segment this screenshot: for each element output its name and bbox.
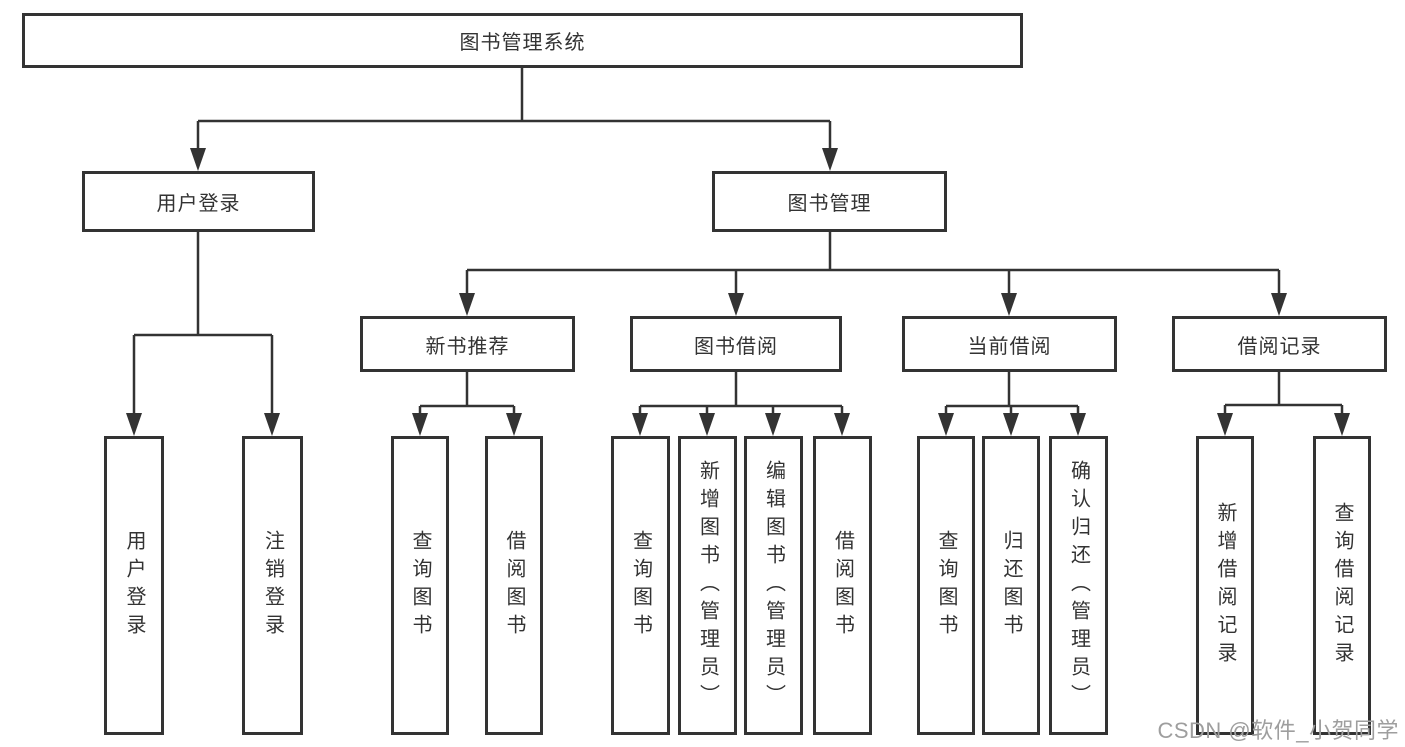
node-borrowing-records-label: 借阅记录 (1237, 335, 1322, 358)
leaf-query-books-current-label: 查询图书 (935, 529, 957, 642)
node-user-login-label: 用户登录 (156, 193, 241, 215)
leaf-borrow-books-borrowing: 借阅图书 (813, 436, 872, 735)
node-user-login: 用户登录 (82, 171, 315, 232)
leaf-borrow-books-recommendation-label: 借阅图书 (503, 529, 525, 642)
node-book-borrowing: 图书借阅 (630, 316, 842, 372)
leaf-add-book-admin-label: 新增图书（管理员） (696, 459, 719, 712)
watermark: CSDN @软件_小贺同学 (1157, 718, 1399, 743)
node-book-management: 图书管理 (712, 171, 947, 232)
leaf-confirm-return-admin: 确认归还（管理员） (1049, 436, 1108, 735)
leaf-return-book-label: 归还图书 (1000, 529, 1022, 642)
leaf-confirm-return-admin-label: 确认归还（管理员） (1067, 459, 1090, 712)
leaf-query-books-recommendation: 查询图书 (391, 436, 449, 735)
leaf-user-login: 用户登录 (104, 436, 164, 735)
leaf-edit-book-admin-label: 编辑图书（管理员） (762, 459, 785, 712)
leaf-logout-label: 注销登录 (261, 529, 284, 642)
leaf-borrow-books-borrowing-label: 借阅图书 (831, 529, 854, 642)
leaf-query-books-recommendation-label: 查询图书 (409, 529, 431, 642)
node-book-borrowing-label: 图书借阅 (694, 335, 778, 358)
node-new-book-recommendation: 新书推荐 (360, 316, 575, 372)
leaf-logout: 注销登录 (242, 436, 303, 735)
leaf-query-books-current: 查询图书 (917, 436, 975, 735)
leaf-query-borrow-record-label: 查询借阅记录 (1331, 501, 1353, 670)
leaf-return-book: 归还图书 (982, 436, 1040, 735)
node-current-borrowing-label: 当前借阅 (967, 335, 1052, 358)
leaf-borrow-books-recommendation: 借阅图书 (485, 436, 543, 735)
leaf-add-borrow-record-label: 新增借阅记录 (1214, 501, 1236, 670)
node-current-borrowing: 当前借阅 (902, 316, 1117, 372)
leaf-user-login-label: 用户登录 (123, 529, 145, 642)
leaf-edit-book-admin: 编辑图书（管理员） (744, 436, 803, 735)
node-root-label: 图书管理系统 (459, 32, 586, 54)
leaf-query-borrow-record: 查询借阅记录 (1313, 436, 1371, 735)
node-root: 图书管理系统 (22, 13, 1023, 68)
node-book-management-label: 图书管理 (787, 193, 872, 215)
leaf-query-books-borrowing: 查询图书 (611, 436, 670, 735)
node-borrowing-records: 借阅记录 (1172, 316, 1387, 372)
leaf-query-books-borrowing-label: 查询图书 (629, 529, 652, 642)
node-new-book-recommendation-label: 新书推荐 (425, 335, 510, 358)
leaf-add-borrow-record: 新增借阅记录 (1196, 436, 1254, 735)
leaf-add-book-admin: 新增图书（管理员） (678, 436, 737, 735)
